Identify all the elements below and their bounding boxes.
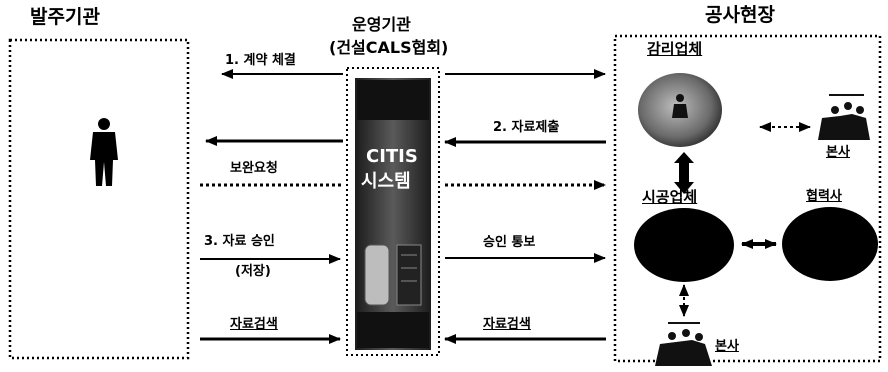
store-label: (저장)	[235, 264, 271, 279]
supervisor-figure-icon	[672, 94, 688, 118]
partner-node	[782, 207, 878, 281]
server-frame	[346, 67, 440, 356]
hq-top-label: 본사	[826, 145, 850, 160]
notify-label: 승인 통보	[483, 235, 536, 250]
partner-label: 협력사	[806, 189, 842, 204]
client-title: 발주기관	[30, 6, 100, 28]
submit-label: 2. 자료제출	[493, 120, 560, 135]
contractor-label: 시공업체	[642, 188, 698, 206]
contractor-node	[634, 208, 734, 282]
search-right-label: 자료검색	[483, 317, 531, 332]
supervisor-contractor-arrow	[674, 152, 694, 194]
operator-title: 운영기관	[352, 15, 411, 34]
hq-bottom-crowd-icon	[655, 322, 712, 366]
supervisor-label: 감리업체	[647, 40, 703, 58]
hq-top-crowd-icon	[818, 94, 870, 140]
client-frame	[8, 38, 190, 360]
system-name: CITIS	[366, 146, 418, 167]
hq-bottom-label: 본사	[715, 339, 739, 354]
approve-label: 3. 자료 승인	[204, 234, 275, 249]
system-label: 시스템	[361, 171, 411, 192]
operator-subtitle: (건설CALS협회)	[329, 38, 449, 57]
contract-label: 1. 계약 체결	[225, 53, 296, 68]
search-left-label: 자료검색	[230, 317, 278, 332]
supplement-label: 보완요청	[230, 161, 278, 176]
person-icon	[90, 118, 118, 186]
site-title: 공사현장	[705, 4, 775, 26]
citis-server-icon	[355, 78, 431, 350]
